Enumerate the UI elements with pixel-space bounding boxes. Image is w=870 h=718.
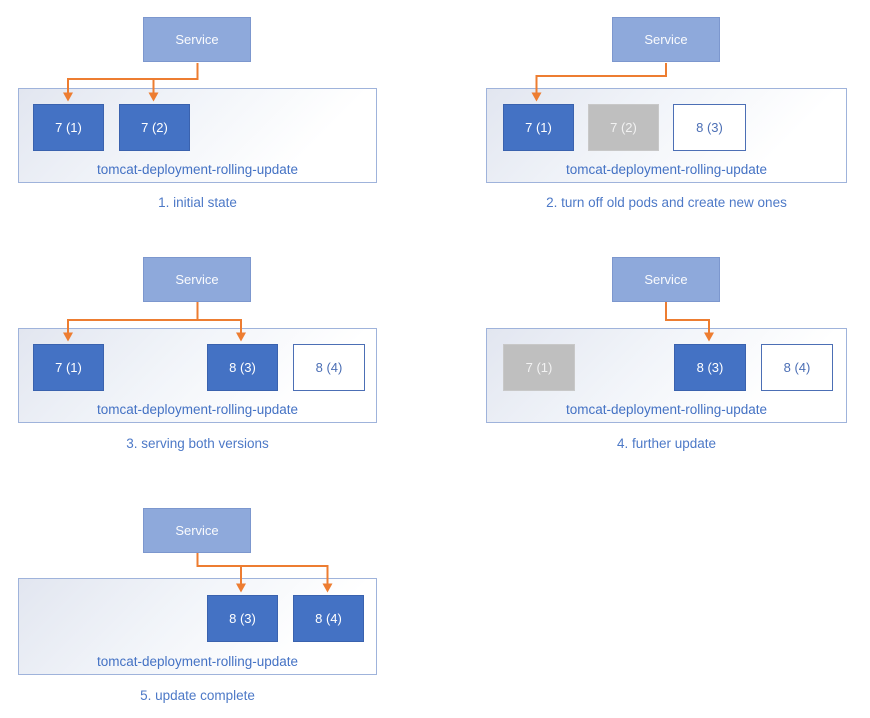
pod-node: 8 (3) (674, 344, 746, 391)
service-node: Service (143, 17, 251, 62)
deployment-label: tomcat-deployment-rolling-update (96, 654, 299, 669)
deployment-box: 7 (1) 8 (3) 8 (4) tomcat-deployment-roll… (486, 328, 847, 423)
pod-node: 8 (4) (761, 344, 833, 391)
deployment-label: tomcat-deployment-rolling-update (565, 402, 768, 417)
pod-node: 8 (4) (293, 344, 365, 391)
pod-node: 7 (1) (33, 104, 104, 151)
pod-node: 8 (4) (293, 595, 364, 642)
pod-node: 7 (2) (588, 104, 659, 151)
stage-caption: 3. serving both versions (126, 436, 269, 451)
pod-node: 8 (3) (207, 344, 278, 391)
deployment-label: tomcat-deployment-rolling-update (565, 162, 768, 177)
pod-node: 8 (3) (673, 104, 746, 151)
pod-node: 8 (3) (207, 595, 278, 642)
deployment-box: 7 (1) 7 (2) tomcat-deployment-rolling-up… (18, 88, 377, 183)
service-node: Service (143, 508, 251, 553)
pod-node: 7 (1) (503, 344, 575, 391)
pod-node: 7 (1) (503, 104, 574, 151)
pod-node: 7 (2) (119, 104, 190, 151)
service-node: Service (612, 17, 720, 62)
stage-caption: 2. turn off old pods and create new ones (546, 195, 787, 210)
stage-caption: 5. update complete (140, 688, 255, 703)
deployment-label: tomcat-deployment-rolling-update (96, 402, 299, 417)
service-node: Service (143, 257, 251, 302)
pod-node: 7 (1) (33, 344, 104, 391)
stage-caption: 1. initial state (158, 195, 237, 210)
stage-caption: 4. further update (616, 436, 717, 451)
deployment-box: 8 (3) 8 (4) tomcat-deployment-rolling-up… (18, 578, 377, 675)
deployment-box: 7 (1) 8 (3) 8 (4) tomcat-deployment-roll… (18, 328, 377, 423)
service-node: Service (612, 257, 720, 302)
deployment-box: 7 (1) 7 (2) 8 (3) tomcat-deployment-roll… (486, 88, 847, 183)
deployment-label: tomcat-deployment-rolling-update (96, 162, 299, 177)
